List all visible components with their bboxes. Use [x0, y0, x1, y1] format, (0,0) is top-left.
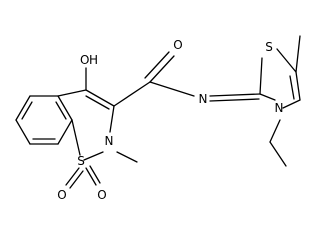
thiazole-n-label: N [275, 101, 284, 115]
bond-imine-n-c2 [209, 93, 261, 97]
atom-labels: O H O N S N N S O O [57, 38, 283, 202]
bond-c2-s [259, 57, 263, 95]
bond-carbonyl-co [149, 55, 175, 83]
carbonyl-o-label: O [173, 38, 182, 52]
bond-s1-o-right-double [89, 165, 101, 184]
imine-n-label: N [199, 92, 208, 106]
bond-s1-o-right [85, 167, 97, 186]
sulfonyl-o-right-label: O [97, 188, 106, 202]
bond-c8a-c4a-inner [55, 101, 67, 120]
bond-n2-s1 [83, 151, 104, 161]
bond-c5-c6-inner [21, 101, 33, 120]
bond-carbonyl-c-n [149, 81, 195, 97]
bond-s1-o-left-double [69, 170, 84, 189]
bond-c5-c4-inner [289, 75, 295, 100]
bond-c3-n2 [109, 105, 115, 133]
bond-s1-o-left [65, 167, 80, 186]
bond-ethyl-ch2-ch3 [269, 141, 287, 167]
bond-c8-c8a [57, 119, 73, 145]
bond-s1-c8a [71, 119, 81, 156]
hydroxyl-o-label: O [80, 53, 89, 67]
bond-c4a-c4 [57, 89, 87, 97]
sulfonyl-o-left-label: O [57, 188, 66, 202]
bond-c4-c3 [85, 89, 115, 107]
thiazoline-ring [259, 35, 301, 167]
bond-carbonyl-co-double [144, 51, 170, 79]
bond-c5-methyl [295, 35, 301, 73]
bond-n3-c2 [259, 93, 276, 101]
bond-c4-c3-inner [85, 95, 110, 110]
bond-imine-n-c2-double [209, 98, 260, 102]
hydroxyl-h-label: H [89, 53, 98, 67]
benzene-ring [15, 95, 73, 145]
benzothiazine-ring [57, 89, 115, 161]
bond-c5-c4 [295, 71, 301, 101]
bond-c6-c7 [15, 119, 31, 145]
bond-c8a-c4a [57, 95, 73, 121]
thiazole-s-label: S [265, 40, 273, 54]
ring-n-label: N [105, 134, 114, 148]
bond-c3-carbonyl-c [113, 81, 151, 107]
bond-n3-ethyl-ch2 [269, 119, 281, 143]
bond-n2-methyl [116, 151, 138, 163]
bond-s-c5 [276, 48, 297, 73]
bond-c4-n3 [282, 99, 301, 109]
chemical-structure-diagram: O H O N S N N S O O [15, 35, 301, 202]
substituents [65, 51, 261, 189]
ring-s-label: S [77, 154, 85, 168]
bond-c5-c6 [15, 95, 31, 121]
